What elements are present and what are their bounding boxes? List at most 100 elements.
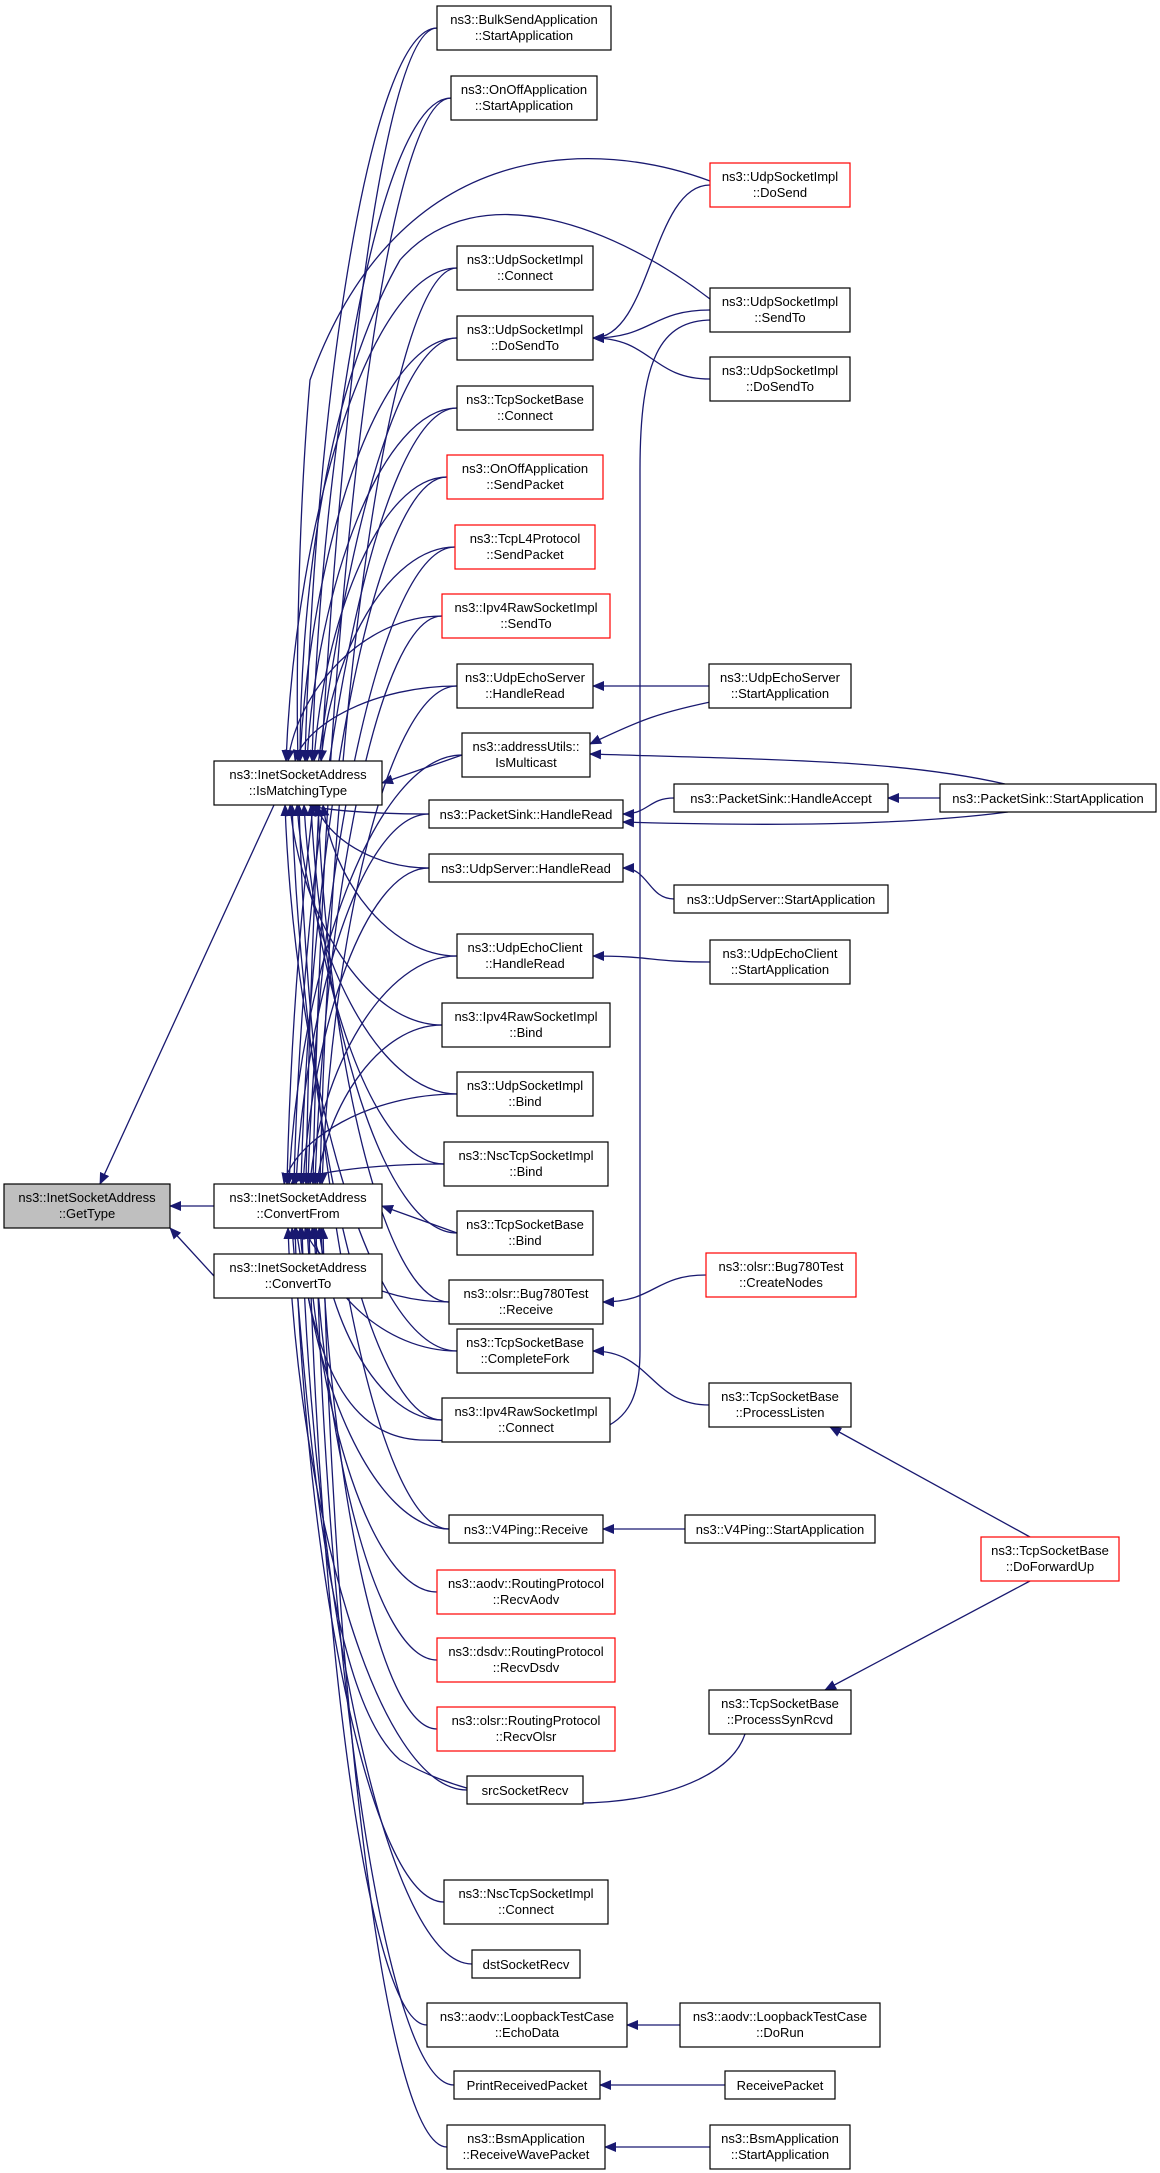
node-label-line: ::Connect [498,1420,554,1435]
node-label-line: ns3::TcpSocketBase [721,1389,839,1404]
node-label-line: ::StartApplication [475,28,573,43]
node-box [213,760,383,806]
node-label-line: ns3::UdpEchoClient [723,946,838,961]
node-dsdv-recvdsdv[interactable]: ns3::dsdv::RoutingProtocol::RecvDsdv [436,1637,616,1683]
node-label-line: ::DoSend [753,185,807,200]
node-tcp-base-bind[interactable]: ns3::TcpSocketBase::Bind [456,1210,594,1256]
node-bulk-send-start[interactable]: ns3::BulkSendApplication::StartApplicati… [436,5,612,51]
edge-olsr_recvolsr-to-convert_from [316,1227,438,1730]
node-ipv4raw-bind[interactable]: ns3::Ipv4RawSocketImpl::Bind [441,1002,611,1048]
node-nsc-tcp-bind[interactable]: ns3::NscTcpSocketImpl::Bind [443,1141,609,1187]
edge-udp_impl_dosendto-to-is_matching_type [295,337,458,762]
node-udp-impl-dosendto[interactable]: ns3::UdpSocketImpl::DoSendTo [456,315,594,361]
edge-olsr_bug780_receive-to-is_matching_type [313,804,450,1303]
node-udpserver-start[interactable]: ns3::UdpServer::StartApplication [673,884,889,914]
node-label-line: ns3::Ipv4RawSocketImpl [454,1404,597,1419]
node-label-line: ns3::InetSocketAddress [229,767,367,782]
node-packetsink-start[interactable]: ns3::PacketSink::StartApplication [939,783,1157,813]
node-label-line: ns3::UdpEchoClient [468,940,583,955]
node-label-line: PrintReceivedPacket [467,2078,588,2093]
node-label-line: ns3::TcpSocketBase [466,1217,584,1232]
node-label-line: ns3::dsdv::RoutingProtocol [448,1644,603,1659]
node-label-line: ns3::UdpSocketImpl [722,169,838,184]
node-box [453,2070,601,2100]
node-address-utils-ismulticast[interactable]: ns3::addressUtils::IsMulticast [461,732,591,778]
node-label-line: ns3::OnOffApplication [461,82,587,97]
node-box [456,245,594,291]
node-label-line: ns3::UdpServer::HandleRead [441,861,611,876]
node-label-line: ::Bind [508,1094,541,1109]
edge-aodv_recvaodv-to-convert_from [302,1227,438,1593]
node-udpecho-client-start[interactable]: ns3::UdpEchoClient::StartApplication [709,939,851,985]
node-udp-impl-dosend[interactable]: ns3::UdpSocketImpl::DoSend [709,162,851,208]
node-tcp-base-processsynrcvd[interactable]: ns3::TcpSocketBase::ProcessSynRcvd [708,1689,852,1735]
node-box [446,454,604,500]
node-box [709,287,851,333]
node-udpecho-client-handleread[interactable]: ns3::UdpEchoClient::HandleRead [456,933,594,979]
node-tcp-base-doforwardup[interactable]: ns3::TcpSocketBase::DoForwardUp [980,1536,1120,1582]
node-dst-socket-recv[interactable]: dstSocketRecv [471,1949,581,1979]
edge-dsdv_recvdsdv-to-convert_from [309,1227,438,1661]
node-udp-impl-sendto[interactable]: ns3::UdpSocketImpl::SendTo [709,287,851,333]
edge-nsc_tcp_bind-to-is_matching_type [299,804,445,1165]
node-box [709,2124,851,2170]
node-nsc-tcp-connect[interactable]: ns3::NscTcpSocketImpl::Connect [443,1879,609,1925]
node-onoff-sendpacket[interactable]: ns3::OnOffApplication::SendPacket [446,454,604,500]
node-is-matching-type[interactable]: ns3::InetSocketAddress::IsMatchingType [213,760,383,806]
node-label-line: ns3::InetSocketAddress [229,1190,367,1205]
node-ipv4raw-connect[interactable]: ns3::Ipv4RawSocketImpl::Connect [441,1397,611,1443]
node-aodv-loopback-dorun[interactable]: ns3::aodv::LoopbackTestCase::DoRun [679,2002,881,2048]
node-onoff-start[interactable]: ns3::OnOffApplication::StartApplication [450,75,598,121]
node-udp-impl-dosendto2[interactable]: ns3::UdpSocketImpl::DoSendTo [709,356,851,402]
node-aodv-recvaodv[interactable]: ns3::aodv::RoutingProtocol::RecvAodv [436,1569,616,1615]
node-packetsink-handleread[interactable]: ns3::PacketSink::HandleRead [428,799,624,829]
node-olsr-bug780-receive[interactable]: ns3::olsr::Bug780Test::Receive [448,1279,604,1325]
node-olsr-bug780-createnodes[interactable]: ns3::olsr::Bug780Test::CreateNodes [705,1252,857,1298]
edge-address_utils_ismulticast-to-is_matching_type [381,754,463,785]
node-tcp-base-completefork[interactable]: ns3::TcpSocketBase::CompleteFork [456,1328,594,1374]
node-box [456,315,594,361]
edge-ipv4raw_bind-to-is_matching_type [286,804,443,1026]
node-udpserver-handleread[interactable]: ns3::UdpServer::HandleRead [428,853,624,883]
node-bsm-start[interactable]: ns3::BsmApplication::StartApplication [709,2124,851,2170]
node-label-line: ns3::TcpSocketBase [721,1696,839,1711]
node-label-line: IsMulticast [495,755,557,770]
node-udp-impl-connect[interactable]: ns3::UdpSocketImpl::Connect [456,245,594,291]
node-olsr-recvolsr[interactable]: ns3::olsr::RoutingProtocol::RecvOlsr [436,1706,616,1752]
node-receive-packet[interactable]: ReceivePacket [724,2070,836,2100]
node-packetsink-handleaccept[interactable]: ns3::PacketSink::HandleAccept [673,783,889,813]
node-box [448,1514,604,1544]
node-bsm-receivewavepacket[interactable]: ns3::BsmApplication::ReceiveWavePacket [446,2124,606,2170]
node-udp-impl-bind[interactable]: ns3::UdpSocketImpl::Bind [456,1071,594,1117]
node-box [471,1949,581,1979]
node-box [436,5,612,51]
node-udpecho-server-start[interactable]: ns3::UdpEchoServer::StartApplication [708,663,852,709]
node-v4ping-start[interactable]: ns3::V4Ping::StartApplication [684,1514,876,1544]
node-label-line: ns3::TcpL4Protocol [470,531,581,546]
node-v4ping-receive[interactable]: ns3::V4Ping::Receive [448,1514,604,1544]
node-get-type[interactable]: ns3::InetSocketAddress::GetType [3,1183,171,1229]
node-src-socket-recv[interactable]: srcSocketRecv [466,1775,584,1805]
node-label-line: ::Bind [509,1164,542,1179]
edge-udpecho_client_start-to-udpecho_client_handleread [592,951,711,963]
node-label-line: ::SendTo [754,310,805,325]
node-box [673,884,889,914]
node-aodv-loopback-echodata[interactable]: ns3::aodv::LoopbackTestCase::EchoData [426,2002,628,2048]
node-convert-to[interactable]: ns3::InetSocketAddress::ConvertTo [213,1253,383,1299]
node-convert-from[interactable]: ns3::InetSocketAddress::ConvertFrom [213,1183,383,1229]
edge-tcp_base_bind-to-is_matching_type [306,804,458,1234]
node-print-received-packet[interactable]: PrintReceivedPacket [453,2070,601,2100]
node-ipv4raw-sendto[interactable]: ns3::Ipv4RawSocketImpl::SendTo [441,593,611,639]
node-tcpl4-sendpacket[interactable]: ns3::TcpL4Protocol::SendPacket [454,524,596,570]
node-tcp-base-processlisten[interactable]: ns3::TcpSocketBase::ProcessListen [708,1382,852,1428]
node-label-line: ::ProcessListen [736,1405,825,1420]
node-box [454,524,596,570]
edge-udp_impl_connect-to-convert_from [315,267,458,1185]
node-label-line: ::Bind [508,1233,541,1248]
node-label-line: ::Receive [499,1302,553,1317]
node-udpecho-server-handleread[interactable]: ns3::UdpEchoServer::HandleRead [456,663,594,709]
edge-ipv4raw_bind-to-convert_from [313,1024,443,1185]
node-label-line: ns3::olsr::RoutingProtocol [452,1713,601,1728]
node-tcp-base-connect[interactable]: ns3::TcpSocketBase::Connect [456,385,594,431]
